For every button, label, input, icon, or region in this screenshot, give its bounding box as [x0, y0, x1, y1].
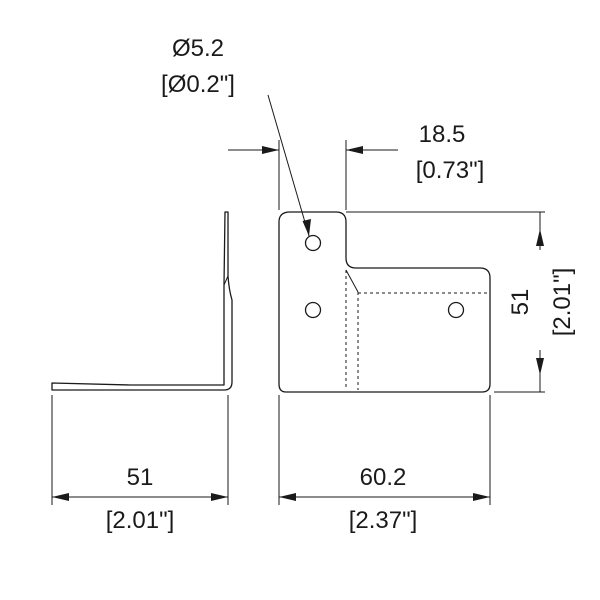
tab-width-imperial: [0.73"]	[416, 157, 485, 184]
bend-line-diagonal	[345, 269, 359, 293]
side-leg-arrow-left	[52, 493, 69, 501]
dimension-height: 51 [2.01"]	[346, 211, 576, 393]
tab-width-arrow-left	[262, 146, 279, 154]
front-width-metric: 60.2	[360, 464, 407, 491]
side-leg-imperial: [2.01"]	[106, 507, 175, 534]
dimension-front-width: 60.2 [2.37"]	[278, 395, 491, 534]
height-arrow-bottom	[536, 358, 544, 375]
height-metric: 51	[507, 289, 534, 316]
side-view-profile	[51, 211, 233, 391]
hole-diameter-leader	[267, 94, 310, 237]
side-view-bend-line	[223, 275, 229, 286]
hole-diameter-arrowhead	[302, 219, 311, 236]
front-width-imperial: [2.37"]	[349, 507, 418, 534]
hole-diameter-imperial: [Ø0.2"]	[161, 71, 235, 98]
dimension-side-leg: 51 [2.01"]	[51, 395, 229, 534]
mounting-hole-left	[304, 301, 322, 319]
side-leg-metric: 51	[127, 464, 154, 491]
height-imperial: [2.01"]	[549, 268, 576, 337]
tab-width-arrow-right	[346, 146, 363, 154]
front-width-arrow-right	[473, 493, 490, 501]
mounting-hole-top	[304, 234, 322, 252]
side-leg-arrow-right	[211, 493, 228, 501]
front-view-outline	[278, 211, 491, 393]
front-view	[278, 211, 491, 393]
dimension-tab-width: 18.5 [0.73"]	[228, 121, 484, 210]
height-arrow-top	[536, 229, 544, 246]
side-view	[51, 211, 233, 391]
hole-diameter-metric: Ø5.2	[172, 35, 224, 62]
mounting-hole-right	[447, 301, 465, 319]
dimension-hole-diameter: Ø5.2 [Ø0.2"]	[161, 35, 311, 237]
tab-width-metric: 18.5	[419, 121, 466, 148]
front-width-arrow-left	[279, 493, 296, 501]
